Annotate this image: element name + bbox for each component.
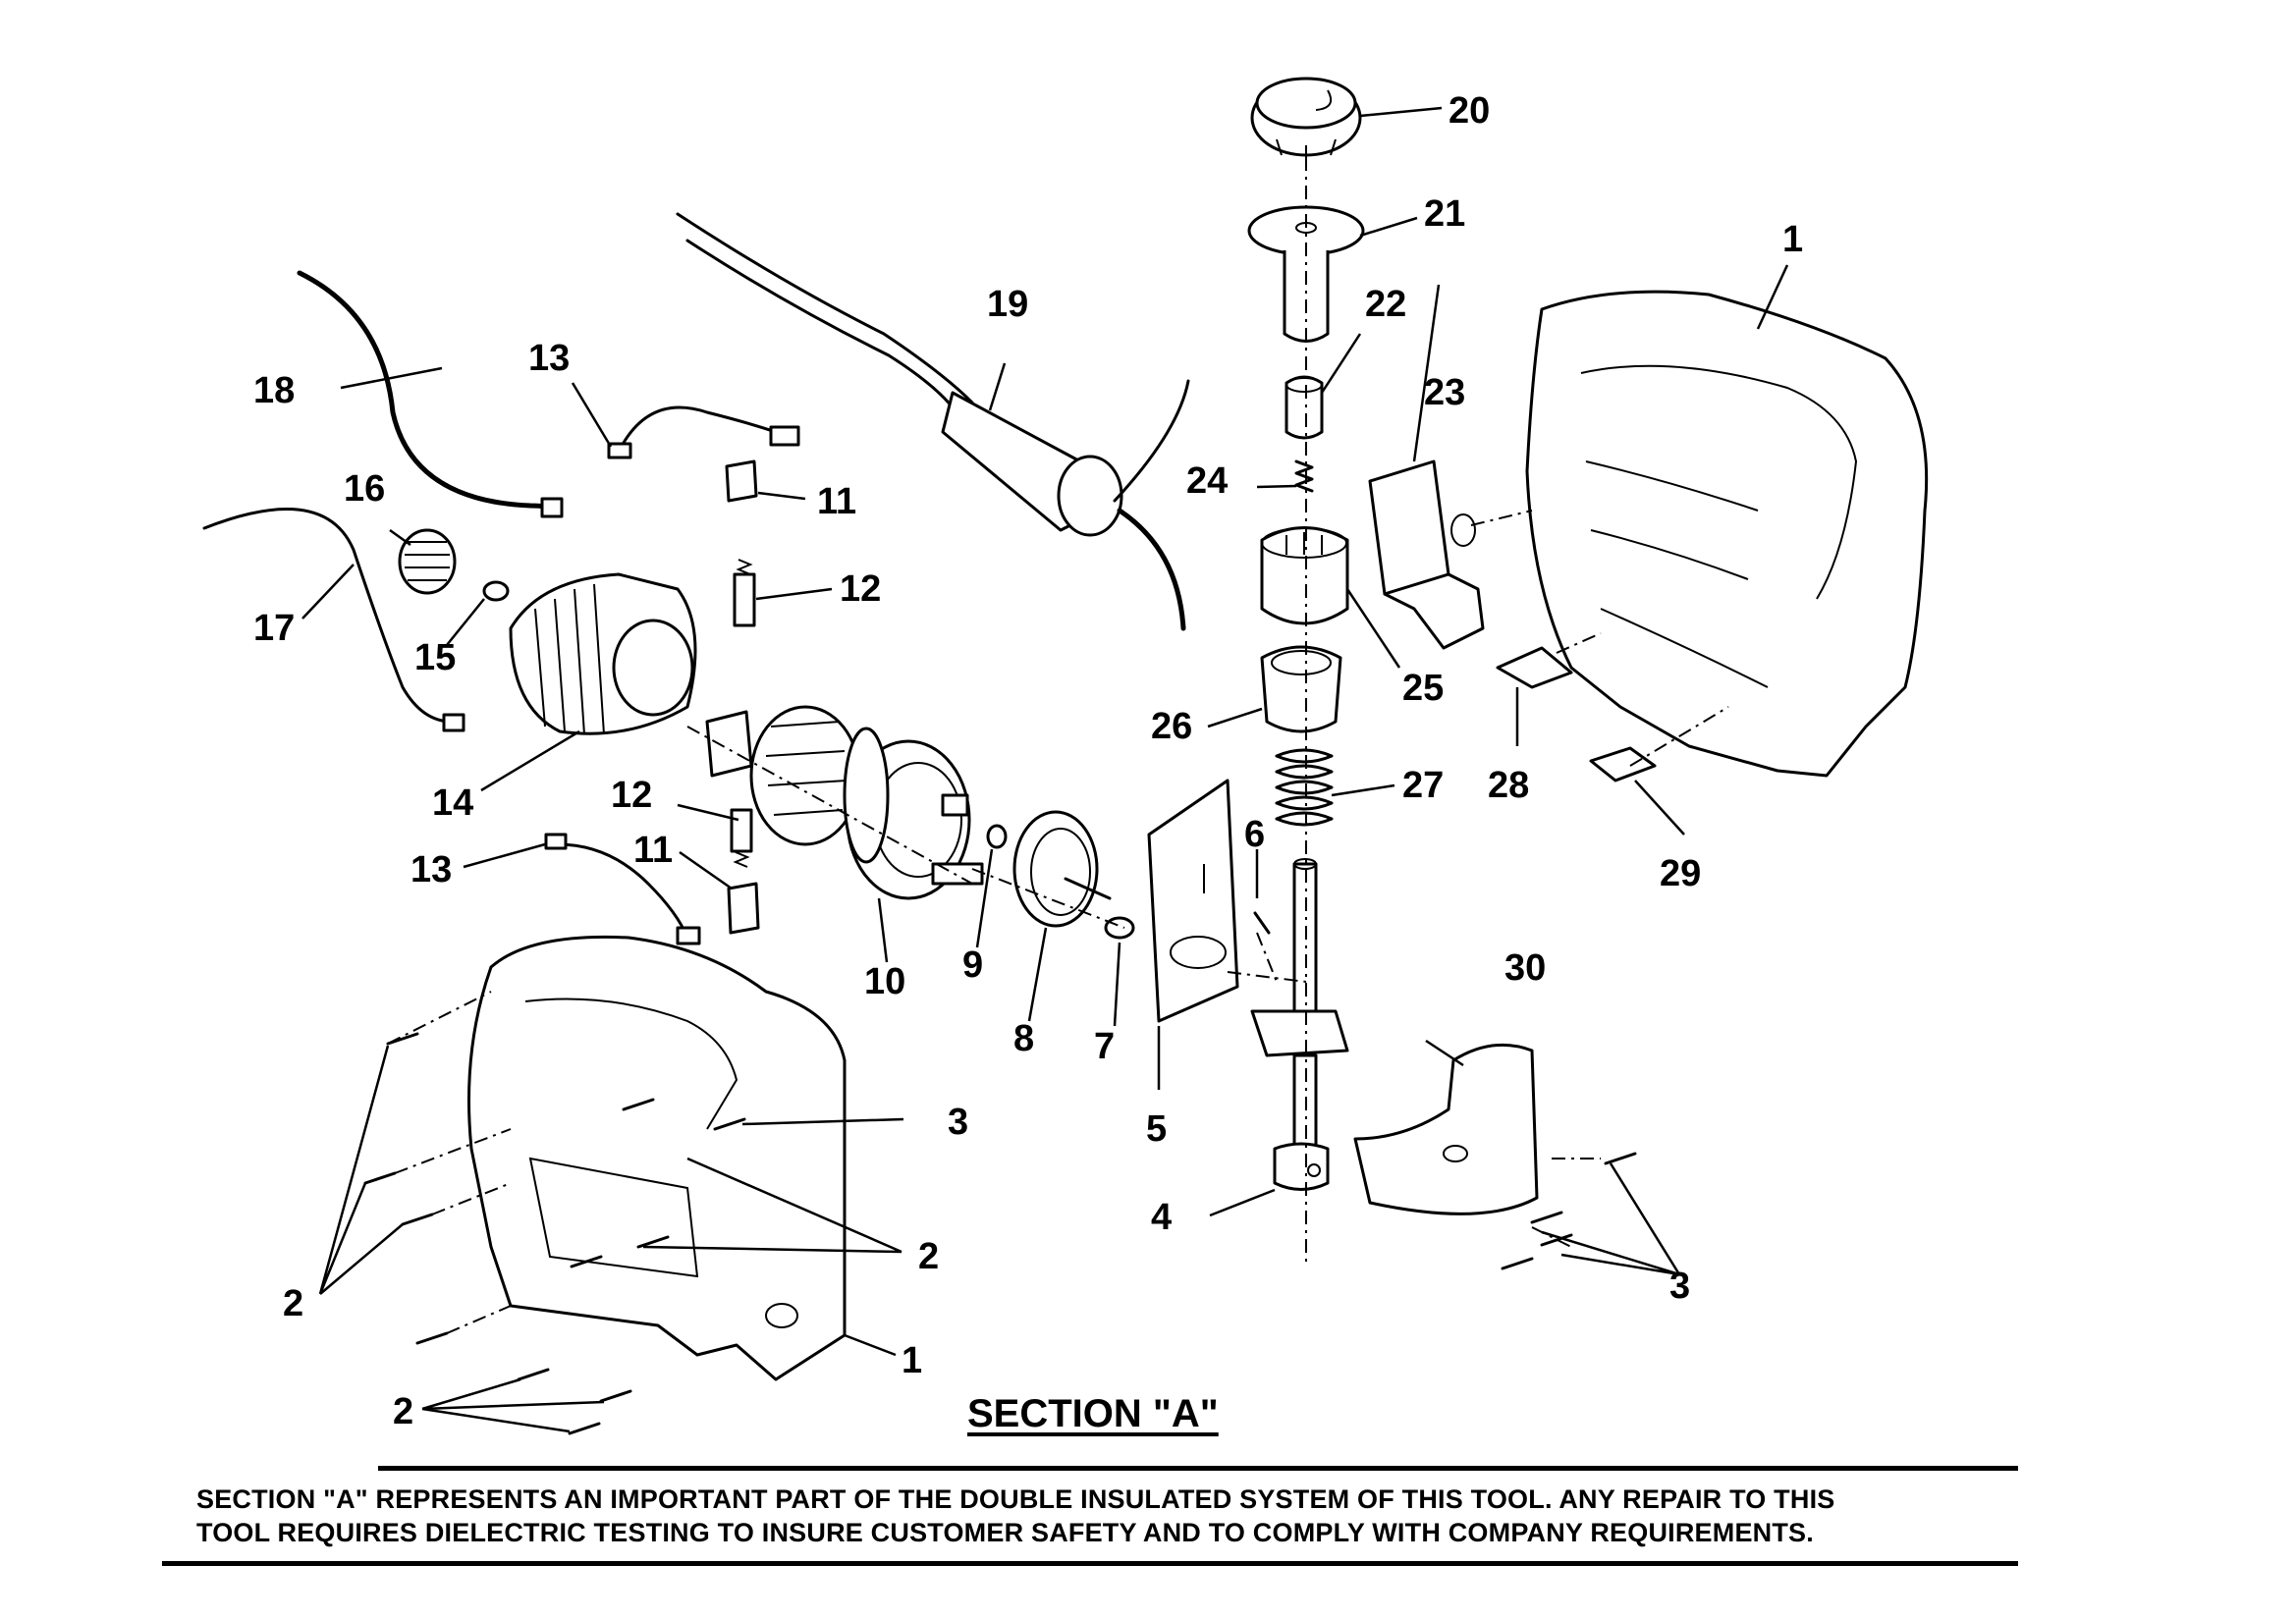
callout-11-lower: 11 (633, 830, 673, 871)
callout-1-left: 1 (902, 1340, 922, 1381)
callout-5: 5 (1146, 1108, 1167, 1150)
callout-28: 28 (1488, 765, 1529, 806)
callout-14: 14 (432, 782, 473, 824)
part-6-pin (1253, 911, 1271, 935)
callout-2-center: 2 (918, 1236, 939, 1277)
part-16-fan (398, 528, 457, 595)
note-line-1: SECTION "A" REPRESENTS AN IMPORTANT PART… (196, 1484, 1835, 1514)
part-1-housing-right (1525, 290, 1929, 778)
callout-23: 23 (1424, 372, 1465, 413)
callout-12-upper: 12 (840, 568, 881, 610)
callout-19: 19 (987, 284, 1028, 325)
plunger-shaft (1250, 858, 1349, 1151)
callout-2-bottom: 2 (393, 1391, 413, 1432)
callout-9: 9 (962, 944, 983, 986)
callout-13-lower: 13 (410, 849, 452, 890)
part-12-brush-upper (733, 559, 756, 627)
part-1-housing-left (467, 935, 847, 1381)
part-17-lead-wire (202, 508, 454, 724)
part-25-counterweight (1260, 526, 1349, 625)
callout-30: 30 (1504, 947, 1546, 989)
part-22-bushing (1285, 375, 1324, 440)
callout-22: 22 (1365, 284, 1406, 325)
callout-16: 16 (344, 468, 385, 510)
callout-24: 24 (1186, 460, 1228, 502)
part-18-lead-wire (297, 270, 558, 513)
callout-8: 8 (1013, 1018, 1034, 1059)
callout-18: 18 (253, 370, 295, 411)
rule-bottom (162, 1561, 2018, 1566)
part-20-knob (1250, 77, 1362, 161)
section-title: SECTION "A" (967, 1392, 1219, 1435)
part-11-brush-holder-lower (727, 882, 760, 935)
callout-labels: 20 21 22 24 25 26 27 6 4 5 7 8 9 10 30 1… (253, 90, 1803, 1432)
callout-29: 29 (1660, 853, 1701, 894)
part-24-small-spring (1294, 459, 1314, 493)
armature (705, 705, 890, 864)
part-14-field (509, 572, 697, 735)
part-9-washer (986, 824, 1008, 849)
callout-27: 27 (1402, 765, 1444, 806)
part-13-brush-lead-upper (607, 405, 800, 459)
part-11-brush-holder-upper (725, 459, 758, 503)
callout-11-upper: 11 (817, 481, 856, 522)
part-5-plate (1147, 779, 1239, 1023)
callout-4: 4 (1151, 1197, 1172, 1238)
callout-21: 21 (1424, 193, 1465, 235)
part-26-guide (1260, 645, 1342, 733)
callout-7: 7 (1094, 1026, 1115, 1067)
part-29-plate (1589, 746, 1657, 782)
part-23-switch (1368, 459, 1485, 650)
leader-lines (301, 106, 1789, 1433)
callout-17: 17 (253, 608, 295, 649)
part-15-washer (482, 580, 510, 602)
callout-26: 26 (1151, 706, 1192, 747)
part-27-spring (1275, 748, 1334, 827)
part-7-washer (1104, 916, 1135, 940)
screws (363, 1032, 1637, 1435)
part-30-blade-guard (1353, 1043, 1539, 1215)
callout-2-left: 2 (283, 1283, 303, 1324)
callout-20: 20 (1449, 90, 1490, 132)
callout-12-lower: 12 (611, 775, 652, 816)
part-8-gear (1012, 810, 1112, 928)
callout-3-right: 3 (1669, 1266, 1690, 1307)
part-18-terminal (540, 497, 564, 518)
callout-13-upper: 13 (528, 338, 570, 379)
rule-top (378, 1466, 2018, 1471)
callout-25: 25 (1402, 668, 1444, 709)
part-13-brush-lead-lower (544, 833, 701, 945)
callout-1-right: 1 (1782, 219, 1803, 260)
part-19-power-cord (676, 212, 1190, 631)
callout-10: 10 (864, 961, 905, 1002)
callout-6: 6 (1244, 814, 1265, 855)
alignment-lines (387, 157, 1729, 1334)
callout-3-center: 3 (948, 1102, 968, 1143)
part-4-blade-clamp (1273, 1142, 1330, 1191)
part-28-clip (1496, 646, 1573, 689)
part-17-terminal (442, 713, 465, 732)
callout-15: 15 (414, 637, 456, 678)
note-line-2: TOOL REQUIRES DIELECTRIC TESTING TO INSU… (196, 1518, 1814, 1547)
